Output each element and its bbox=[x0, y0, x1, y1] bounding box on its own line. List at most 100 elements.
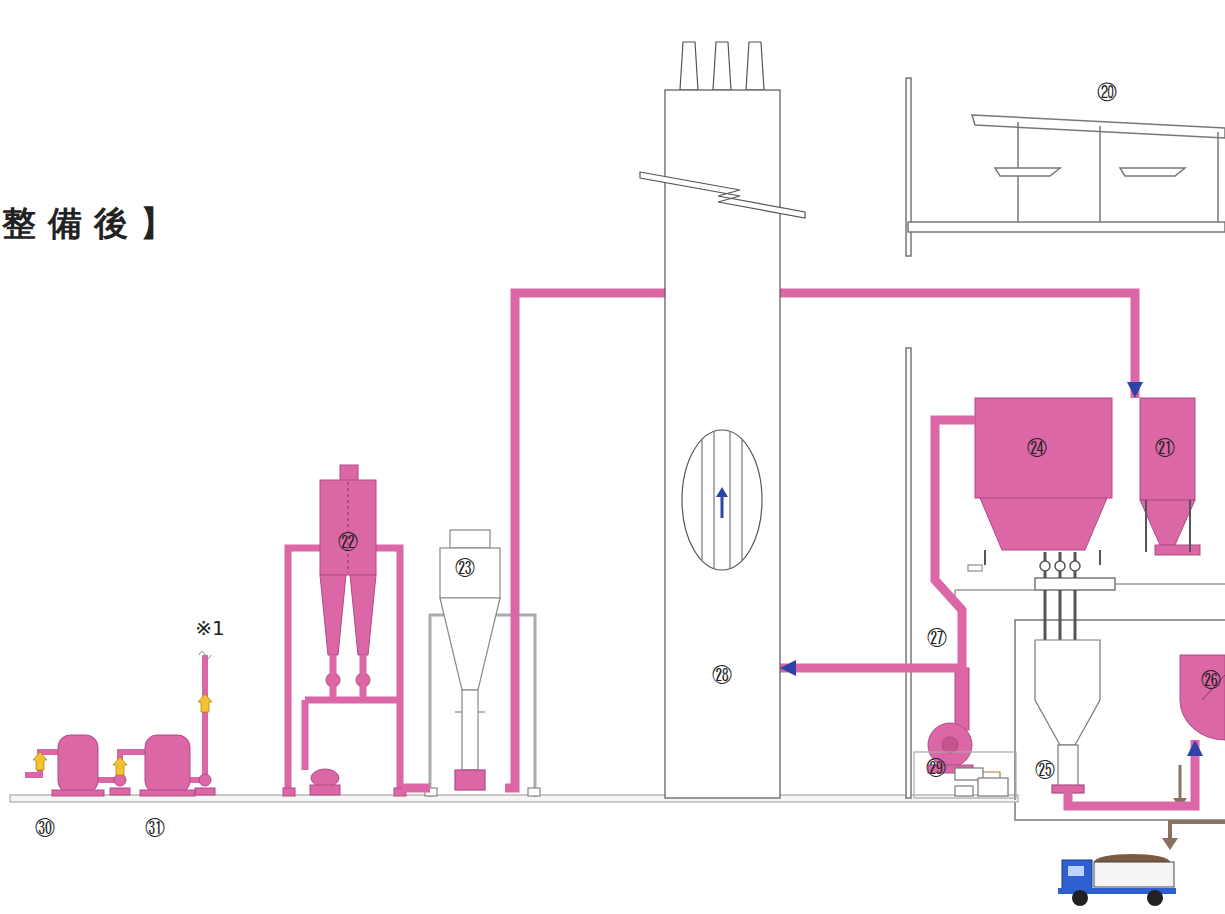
cyclone-22 bbox=[348, 482, 349, 573]
discharge-pipes bbox=[955, 552, 1225, 640]
ash-discharge-arrow bbox=[1170, 822, 1225, 840]
tower-23 bbox=[528, 788, 540, 796]
stack-28 bbox=[713, 42, 731, 90]
hopper-25 bbox=[1058, 745, 1078, 790]
building-roof bbox=[906, 78, 1225, 256]
silo-21 bbox=[1140, 398, 1195, 500]
stack-28 bbox=[716, 482, 728, 522]
silo-21 bbox=[1146, 500, 1190, 552]
pump-units bbox=[145, 735, 190, 793]
building-roof bbox=[1120, 168, 1185, 176]
unit-26 bbox=[1180, 655, 1225, 740]
cyclone-22 bbox=[283, 788, 295, 796]
truck bbox=[1068, 866, 1084, 876]
cyclone-22 bbox=[288, 548, 400, 795]
flow-arrows-yellow bbox=[33, 694, 212, 775]
pipe-connector bbox=[1068, 740, 1195, 806]
discharge-pipes bbox=[1055, 561, 1065, 571]
cyclone-22 bbox=[283, 465, 406, 796]
tower-box: ㉓ bbox=[430, 528, 505, 797]
cyclone-22 bbox=[340, 465, 358, 481]
discharge-pipes bbox=[955, 584, 1225, 608]
ground-line bbox=[10, 795, 1225, 820]
stack-28 bbox=[680, 42, 698, 90]
pipe-connector bbox=[505, 293, 1135, 788]
tower-23 bbox=[440, 598, 500, 690]
pump-units bbox=[195, 788, 215, 795]
pump-units bbox=[114, 774, 126, 786]
tower-23 bbox=[462, 690, 478, 770]
callout-number: ㉒ bbox=[338, 532, 358, 552]
cyclone-22 bbox=[320, 575, 346, 655]
pipe-connector bbox=[780, 420, 975, 668]
stack-28 bbox=[702, 432, 742, 568]
wall bbox=[906, 348, 911, 798]
truck bbox=[1147, 890, 1163, 906]
truck bbox=[1062, 860, 1092, 892]
bag-filter-24 bbox=[975, 398, 1112, 498]
callout-number: ㉔ bbox=[1027, 438, 1047, 458]
tower-23 bbox=[440, 548, 500, 598]
stack-28 bbox=[640, 172, 805, 218]
callout-number: ㉘ bbox=[712, 665, 732, 685]
pump-units bbox=[25, 652, 215, 797]
silo-21 bbox=[1155, 545, 1200, 555]
cyclone-box: ㉒ bbox=[286, 462, 402, 797]
cyclone-22 bbox=[350, 575, 376, 655]
stack-28 bbox=[721, 495, 724, 518]
silo-21 bbox=[1140, 500, 1195, 545]
building-roof bbox=[1217, 132, 1219, 222]
building-roof bbox=[972, 115, 1225, 138]
tower-23 bbox=[455, 770, 485, 790]
callout-number: ㉚ bbox=[35, 818, 55, 838]
callout-number: ㉛ bbox=[145, 818, 165, 838]
cyclone-22 bbox=[320, 480, 376, 575]
flow-arrows-yellow bbox=[33, 752, 47, 770]
hopper-25 bbox=[1035, 640, 1100, 745]
pump-units bbox=[140, 790, 195, 796]
unit-26 bbox=[1180, 655, 1225, 740]
pump-units bbox=[110, 788, 130, 795]
truck bbox=[1072, 890, 1088, 906]
equipment-29 bbox=[914, 752, 1016, 798]
building-roof bbox=[908, 222, 1225, 232]
stack-28 bbox=[716, 487, 728, 497]
silo-box: ㉑ bbox=[1128, 398, 1198, 548]
tower-23 bbox=[450, 530, 490, 548]
pipe-connector bbox=[402, 784, 430, 793]
equipment-29 bbox=[978, 778, 1008, 796]
callout-number: ㉖ bbox=[1201, 670, 1221, 690]
discharge-pipes bbox=[1070, 561, 1080, 571]
fan-27 bbox=[942, 737, 958, 753]
fan-27 bbox=[955, 668, 969, 730]
callout-number: ㉗ bbox=[927, 628, 947, 648]
ash-discharge-arrow bbox=[1162, 838, 1178, 850]
equipment-29 bbox=[983, 772, 1000, 778]
callout-number: ㉑ bbox=[1155, 438, 1175, 458]
truck bbox=[1094, 862, 1174, 887]
page-title: 整 備 後 】 bbox=[2, 206, 174, 240]
note-mark: ※1 bbox=[195, 618, 224, 638]
stack-28 bbox=[746, 42, 764, 90]
pump-units bbox=[199, 652, 211, 659]
callout-number: ㉙ bbox=[926, 758, 946, 778]
cyclone-22 bbox=[305, 655, 400, 700]
pump-units bbox=[52, 790, 104, 796]
equipment-29 bbox=[955, 786, 973, 796]
hopper-box: ㉕ bbox=[1035, 640, 1100, 792]
equipment-29 bbox=[914, 752, 1016, 798]
hopper-25 bbox=[1035, 640, 1100, 793]
building-roof bbox=[995, 168, 1060, 176]
ash-discharge-arrow bbox=[1179, 765, 1182, 800]
stack-box: ㉘ bbox=[665, 40, 780, 798]
building-roof bbox=[1099, 126, 1101, 222]
filter-box: ㉔ bbox=[975, 398, 1112, 552]
cyclone-22 bbox=[311, 769, 339, 787]
stack-28 bbox=[682, 430, 762, 570]
stack-28 bbox=[640, 42, 805, 798]
flow-arrows-yellow bbox=[198, 694, 212, 712]
callout-number: ㉕ bbox=[1035, 760, 1055, 780]
bag-filter-24 bbox=[968, 565, 982, 571]
cyclone-22 bbox=[310, 785, 340, 795]
